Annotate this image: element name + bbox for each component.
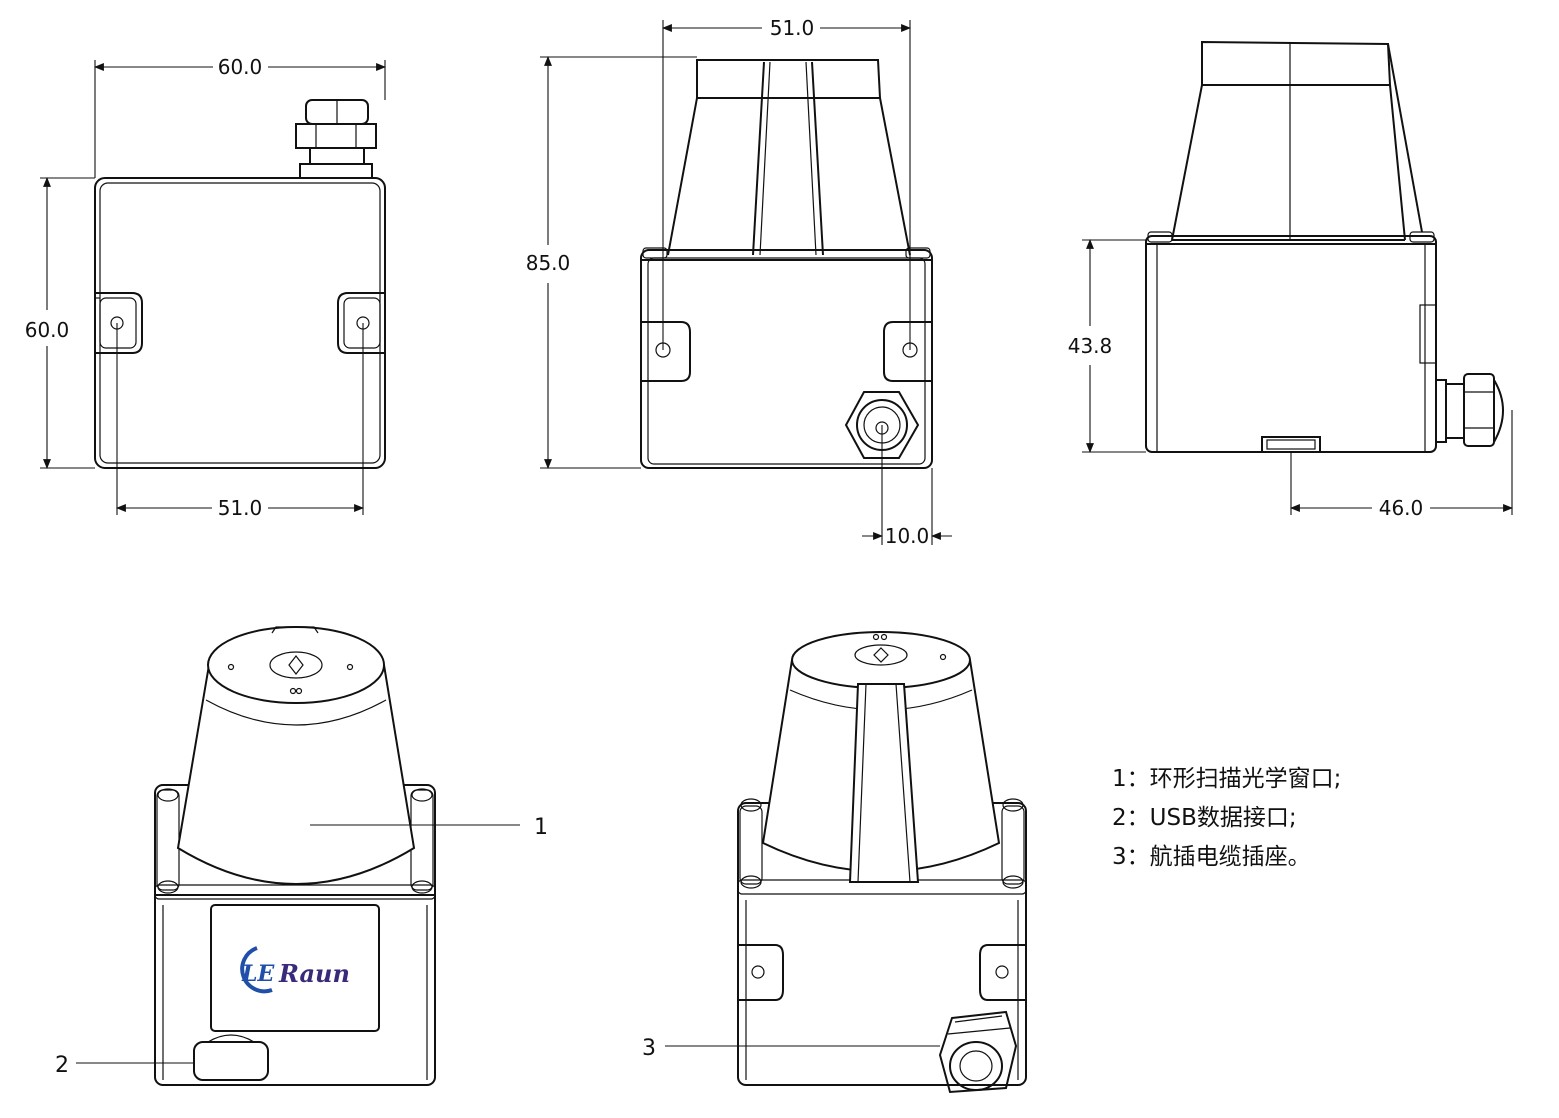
iso-view-back (665, 631, 1027, 1094)
iso-view-front: LE Raun (76, 626, 520, 1086)
dim-mid-height: 85.0 (526, 251, 571, 275)
side-view: 43.8 46.0 (1068, 40, 1513, 520)
dim-right-height: 43.8 (1068, 334, 1113, 358)
legend-item-3: 3：航插电缆插座。 (1112, 844, 1311, 870)
lepraun-logo: LE Raun (240, 946, 350, 994)
callout-3: 3 (642, 1036, 656, 1061)
legend: 1：环形扫描光学窗口; 2：USB数据接口; 3：航插电缆插座。 (1112, 760, 1341, 877)
callout-2: 2 (55, 1053, 69, 1078)
dim-left-height: 60.0 (25, 318, 70, 342)
dim-top-width: 60.0 (218, 55, 263, 79)
logo-text: Raun (278, 959, 350, 988)
front-view: 51.0 85.0 10.0 (526, 16, 952, 548)
legend-item-2: 2：USB数据接口; (1112, 805, 1297, 831)
dim-right-offset: 46.0 (1379, 496, 1424, 520)
callout-1: 1 (534, 815, 548, 840)
top-view: 60.0 60.0 51.0 (25, 55, 386, 520)
dim-hole-spacing: 51.0 (218, 496, 263, 520)
dim-connector-offset: 10.0 (885, 524, 930, 548)
logo-mark: LE (241, 961, 275, 987)
legend-item-1: 1：环形扫描光学窗口; (1112, 766, 1342, 792)
dim-mid-spacing: 51.0 (770, 16, 815, 40)
